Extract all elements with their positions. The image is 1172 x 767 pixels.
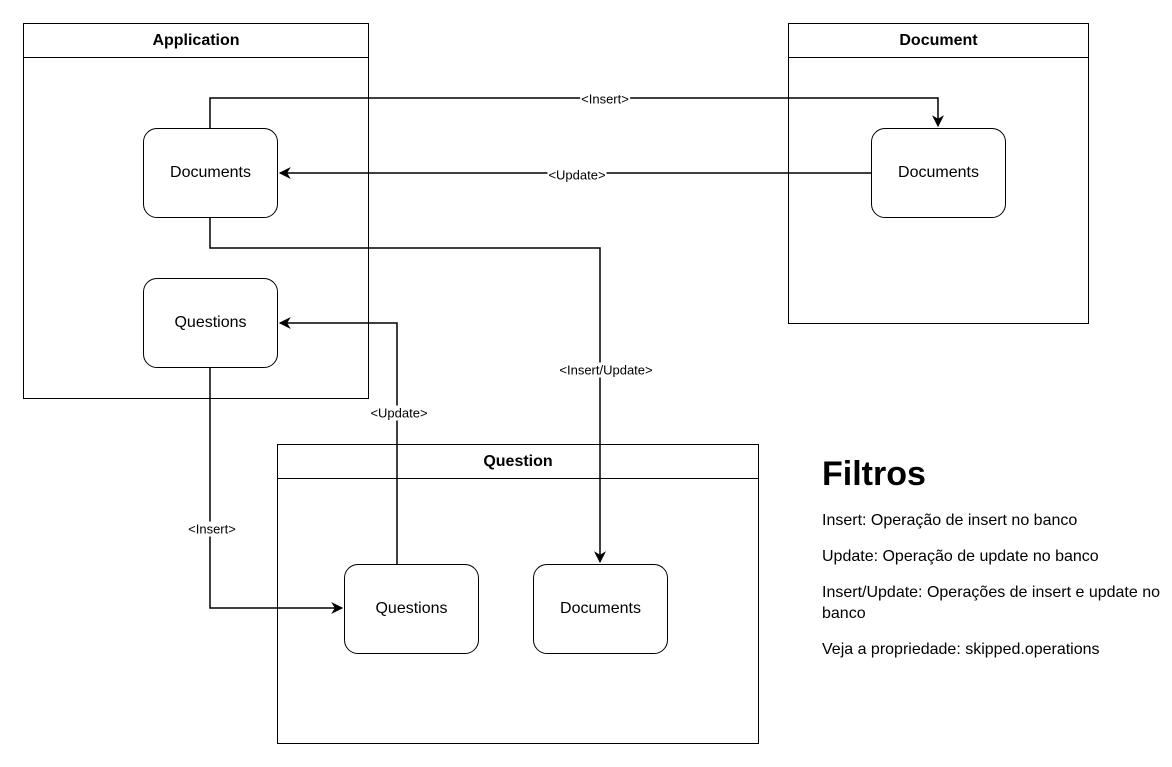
edge-label-insert-top: <Insert>: [580, 91, 630, 107]
doc-documents-node[interactable]: Documents: [871, 128, 1006, 218]
edge-insert-update-app-to-question: [209, 218, 606, 564]
edge-label-update-question: <Update>: [369, 405, 429, 421]
legend-title: Filtros: [822, 455, 926, 493]
question-documents-node[interactable]: Documents: [533, 564, 668, 654]
legend: Filtros Insert: Operação de insert no ba…: [822, 452, 1167, 675]
app-questions-node[interactable]: Questions: [143, 278, 278, 368]
edge-insert-app-to-doc: [209, 97, 944, 128]
document-title: Document: [789, 24, 1088, 58]
legend-item-update: Update: Operação de update no banco: [822, 548, 1099, 565]
edge-insert-app-to-question: [209, 368, 344, 614]
question-questions-node[interactable]: Questions: [344, 564, 479, 654]
edge-label-insert-question: <Insert>: [187, 521, 237, 537]
legend-item-insert-update: Insert/Update: Operações de insert e upd…: [822, 584, 1160, 622]
edge-label-update-middle: <Update>: [547, 167, 607, 183]
question-title: Question: [278, 445, 758, 479]
legend-item-insert: Insert: Operação de insert no banco: [822, 512, 1078, 529]
application-title: Application: [24, 24, 368, 58]
legend-item-property: Veja a propriedade: skipped.operations: [822, 641, 1100, 658]
app-documents-node[interactable]: Documents: [143, 128, 278, 218]
edge-update-question-to-app: [278, 317, 398, 564]
edge-label-insert-update: <Insert/Update>: [558, 362, 654, 378]
